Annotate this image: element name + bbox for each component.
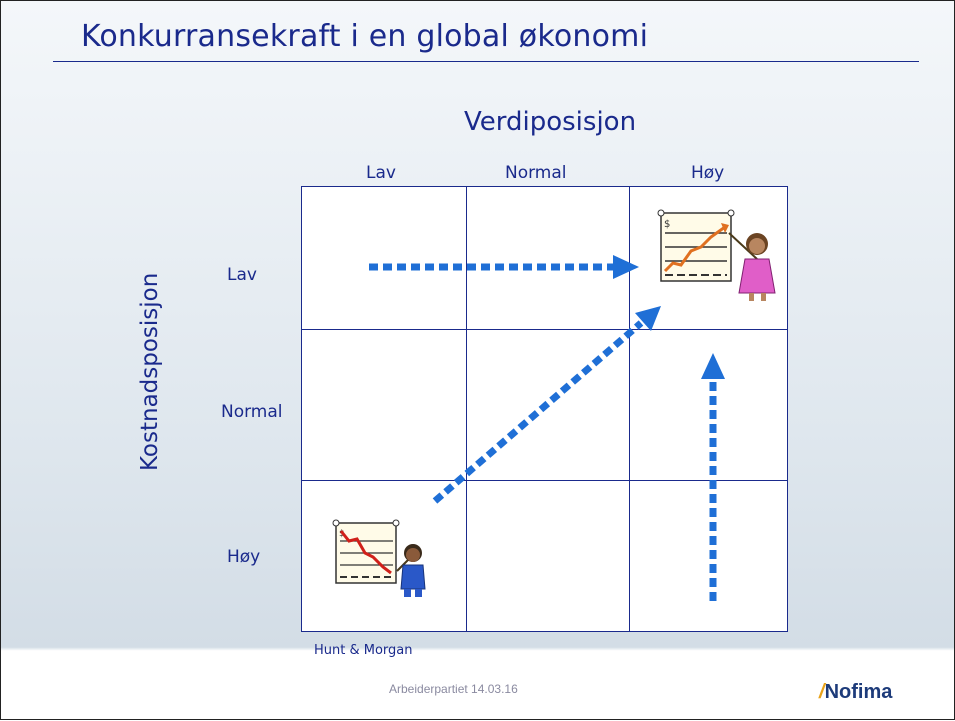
diagonal-arrow: [432, 306, 661, 504]
grid-line: [466, 187, 467, 631]
grid-line: [302, 329, 787, 330]
grid-line: [302, 480, 787, 481]
row-label-hoy: Høy: [227, 547, 261, 567]
column-label-normal: Normal: [505, 163, 567, 183]
slide-title: Konkurransekraft i en global økonomi: [81, 19, 649, 54]
row-label-lav: Lav: [227, 265, 257, 285]
horizontal-arrow: [369, 255, 639, 279]
column-label-lav: Lav: [366, 163, 396, 183]
x-axis-title: Verdiposisjon: [464, 107, 637, 137]
column-label-hoy: Høy: [691, 163, 725, 183]
source-citation: Hunt & Morgan: [314, 643, 413, 658]
logo-text: Nofima: [824, 681, 893, 703]
grid-line: [629, 187, 630, 631]
presenter-rising-chart-icon: $: [657, 209, 776, 301]
svg-text:$: $: [664, 219, 670, 230]
row-label-normal: Normal: [221, 402, 283, 422]
vertical-arrow: [701, 353, 725, 601]
title-divider: [53, 61, 919, 62]
footer-text: Arbeiderpartiet 14.03.16: [389, 682, 518, 696]
nofima-logo: /Nofima: [819, 681, 893, 703]
presenter-falling-chart-icon: $: [332, 519, 426, 597]
